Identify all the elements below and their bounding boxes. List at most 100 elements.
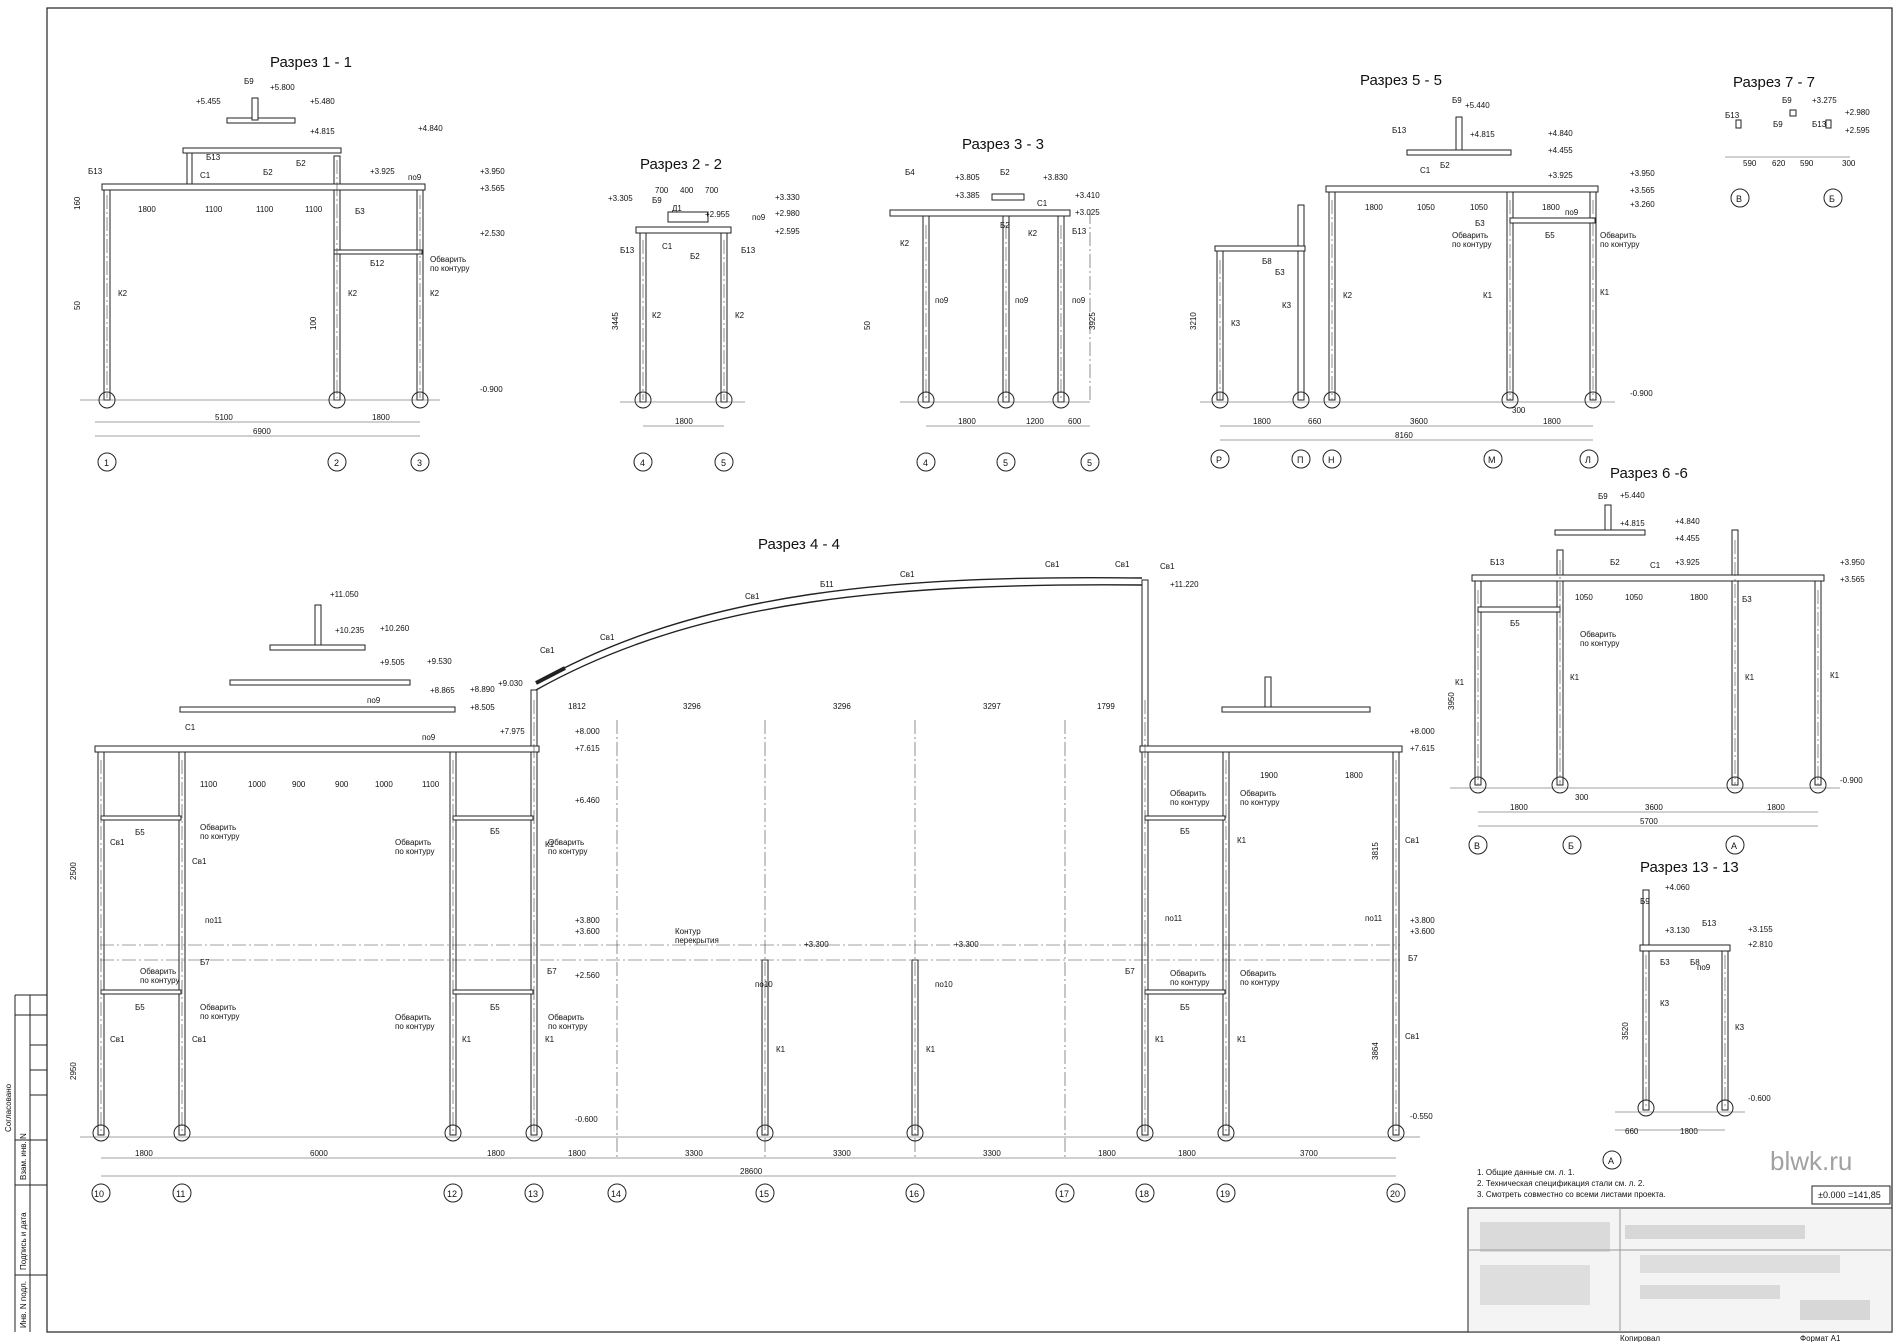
- beam-b5: [1144, 989, 1226, 995]
- section-title-3-3: Разрез 3 - 3: [962, 136, 1044, 153]
- beam-b2: [889, 209, 1071, 217]
- svg-text:+3.565: +3.565: [480, 184, 505, 193]
- stamp-replace-inv: Взам. инв. N: [19, 1133, 28, 1180]
- svg-text:1050: 1050: [1417, 203, 1435, 212]
- section-2-2: Разрез 2 - 2 1800 700 400 700 +3.305 +3.…: [608, 156, 800, 472]
- svg-text:1100: 1100: [256, 205, 274, 214]
- svg-text:+2.595: +2.595: [775, 227, 800, 236]
- svg-text:Б13: Б13: [1490, 558, 1505, 567]
- svg-text:+4.455: +4.455: [1548, 146, 1573, 155]
- svg-text:Б9: Б9: [1598, 492, 1608, 501]
- post-c1: [314, 604, 322, 646]
- svg-text:К2: К2: [1343, 291, 1353, 300]
- svg-text:Б4: Б4: [905, 168, 915, 177]
- beam-b5: [1509, 217, 1596, 224]
- post-c1: [1455, 116, 1463, 151]
- svg-text:+6.460: +6.460: [575, 796, 600, 805]
- svg-text:5700: 5700: [1640, 817, 1658, 826]
- svg-text:+2.560: +2.560: [575, 971, 600, 980]
- svg-text:+3.155: +3.155: [1748, 925, 1773, 934]
- svg-text:С1: С1: [662, 242, 673, 251]
- svg-text:Б: Б: [1829, 194, 1835, 204]
- footer-copied: Копировал: [1620, 1334, 1660, 1342]
- svg-text:Б5: Б5: [1180, 1003, 1190, 1012]
- svg-text:+7.615: +7.615: [1410, 744, 1435, 753]
- svg-text:Св1: Св1: [110, 838, 125, 847]
- svg-text:К1: К1: [1600, 288, 1610, 297]
- svg-text:Б3: Б3: [1475, 219, 1485, 228]
- svg-text:1050: 1050: [1470, 203, 1488, 212]
- svg-text:К1: К1: [1745, 673, 1755, 682]
- svg-text:по9: по9: [422, 733, 436, 742]
- svg-text:+3.300: +3.300: [954, 940, 979, 949]
- svg-text:+3.565: +3.565: [1840, 575, 1865, 584]
- axis-markers-4-4: 10 11 12 13 14 15 16 17 18 19 20: [91, 1183, 1406, 1203]
- svg-text:16: 16: [909, 1189, 919, 1199]
- section-title-13-13: Разрез 13 - 13: [1640, 859, 1739, 876]
- svg-text:С1: С1: [185, 723, 196, 732]
- svg-text:+4.840: +4.840: [1675, 517, 1700, 526]
- svg-text:Б13: Б13: [206, 153, 221, 162]
- svg-text:К1: К1: [545, 1035, 555, 1044]
- section-title-7-7: Разрез 7 - 7: [1733, 74, 1815, 91]
- svg-text:+9.030: +9.030: [498, 679, 523, 688]
- svg-text:+5.440: +5.440: [1465, 101, 1490, 110]
- svg-text:К1: К1: [1237, 836, 1247, 845]
- svg-text:А: А: [1731, 841, 1737, 851]
- general-note-3: 3. Смотреть совместно со всеми листами п…: [1477, 1190, 1666, 1199]
- svg-text:Б: Б: [1568, 841, 1574, 851]
- svg-text:1800: 1800: [1345, 771, 1363, 780]
- svg-text:Б5: Б5: [1545, 231, 1555, 240]
- svg-text:Св1: Св1: [1405, 1032, 1420, 1041]
- svg-text:+3.565: +3.565: [1630, 186, 1655, 195]
- beam-b2: [1325, 185, 1599, 193]
- svg-text:Б9: Б9: [1782, 96, 1792, 105]
- svg-text:Б3: Б3: [355, 207, 365, 216]
- svg-text:+2.980: +2.980: [775, 209, 800, 218]
- svg-text:5100: 5100: [215, 413, 233, 422]
- svg-text:Св1: Св1: [900, 570, 915, 579]
- svg-text:по9: по9: [1697, 963, 1711, 972]
- svg-text:5: 5: [721, 458, 726, 468]
- svg-text:+3.925: +3.925: [1675, 558, 1700, 567]
- svg-text:К2: К2: [118, 289, 128, 298]
- svg-text:1000: 1000: [248, 780, 266, 789]
- svg-text:К2: К2: [430, 289, 440, 298]
- svg-text:+11.220: +11.220: [1170, 580, 1199, 589]
- beam-b8: [1214, 245, 1306, 252]
- svg-text:С1: С1: [1650, 561, 1661, 570]
- stamp-agreed: Согласовано: [4, 1083, 13, 1132]
- svg-text:1799: 1799: [1097, 702, 1115, 711]
- svg-text:Св1: Св1: [1160, 562, 1175, 571]
- svg-text:+3.800: +3.800: [1410, 916, 1435, 925]
- svg-text:Б9: Б9: [1452, 96, 1462, 105]
- svg-text:2950: 2950: [69, 1062, 78, 1080]
- svg-text:В: В: [1474, 841, 1480, 851]
- svg-text:Б3: Б3: [1660, 958, 1670, 967]
- svg-text:К1: К1: [1237, 1035, 1247, 1044]
- beam-b13: [1406, 149, 1512, 156]
- svg-text:19: 19: [1220, 1189, 1230, 1199]
- svg-text:1200: 1200: [1026, 417, 1044, 426]
- svg-text:50: 50: [863, 321, 872, 330]
- svg-text:Б2: Б2: [296, 159, 306, 168]
- svg-text:М: М: [1488, 455, 1496, 465]
- beam-b5: [452, 989, 534, 995]
- svg-text:Св1: Св1: [192, 857, 207, 866]
- svg-text:Б5: Б5: [1180, 827, 1190, 836]
- svg-text:4: 4: [640, 458, 645, 468]
- svg-text:+8.000: +8.000: [1410, 727, 1435, 736]
- svg-text:+4.455: +4.455: [1675, 534, 1700, 543]
- svg-text:300: 300: [1575, 793, 1589, 802]
- svg-text:-0.550: -0.550: [1410, 1112, 1433, 1121]
- beam-b2: [94, 745, 540, 753]
- svg-text:Б12: Б12: [370, 259, 385, 268]
- svg-text:3864: 3864: [1371, 1042, 1380, 1060]
- svg-text:+3.600: +3.600: [1410, 927, 1435, 936]
